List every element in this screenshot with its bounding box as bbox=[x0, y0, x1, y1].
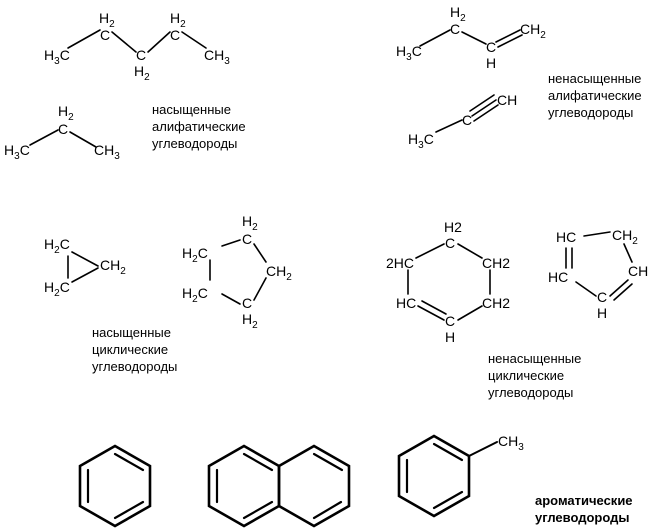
cyclopropane-molecule: H2C H2C CH2 bbox=[44, 236, 126, 299]
atom-c: C bbox=[136, 47, 146, 63]
atom-h3c: H3C bbox=[408, 131, 434, 151]
atom-h2: H2 bbox=[134, 63, 150, 83]
atom-h2: H2 bbox=[99, 10, 115, 30]
caption-unsaturated-cyclic: ненасыщенные циклические углеводороды bbox=[488, 351, 582, 400]
atom-h3c: H3C bbox=[396, 43, 422, 63]
atom-ch2: CH2 bbox=[266, 263, 292, 283]
propyne-molecule: H3C C CH bbox=[408, 92, 517, 151]
atom-ch2: CH2 bbox=[482, 255, 510, 271]
naphthalene-molecule bbox=[207, 444, 351, 528]
atom-h: H bbox=[597, 305, 607, 321]
atom-h2c: H2C bbox=[44, 279, 70, 299]
atom-c: C bbox=[486, 39, 496, 55]
atom-hc: HC bbox=[396, 295, 416, 311]
atom-h: H bbox=[486, 55, 496, 71]
cyclopentane-molecule: H2 C H2C CH2 H2C C H2 bbox=[182, 213, 292, 331]
atom-ch3: CH3 bbox=[498, 433, 524, 453]
atom-h2: H2 bbox=[242, 213, 258, 233]
pentane-molecule: H3C H2 C C H2 H2 C CH3 bbox=[44, 10, 230, 83]
atom-hc: HC bbox=[548, 269, 568, 285]
atom-ch2: CH2 bbox=[100, 257, 126, 277]
atom-ch2: CH2 bbox=[612, 227, 638, 247]
atom-c: C bbox=[170, 27, 180, 43]
atom-c: C bbox=[450, 21, 460, 37]
atom-c: C bbox=[242, 295, 252, 311]
atom-h3c: H3C bbox=[44, 47, 70, 67]
caption-saturated-aliphatic: насыщенные алифатические углеводороды bbox=[152, 102, 246, 151]
toluene-molecule: CH3 bbox=[397, 433, 524, 518]
atom-h: H bbox=[445, 329, 455, 345]
atom-c: C bbox=[445, 235, 455, 251]
atom-h2-label: H2 bbox=[444, 219, 462, 235]
atom-h3c: H3C bbox=[4, 142, 30, 162]
cyclohexene-molecule: CH2 H2 C 2HC CH2 HC CH2 C H bbox=[386, 219, 510, 345]
atom-c: C bbox=[445, 313, 455, 329]
butene-molecule: H3C H2 C C H CH2 bbox=[396, 4, 546, 71]
atom-h2c: H2C bbox=[182, 245, 208, 265]
caption-aromatic: ароматические углеводороды bbox=[535, 493, 633, 525]
atom-h2c: H2C bbox=[182, 285, 208, 305]
atom-h2: H2 bbox=[450, 4, 466, 24]
atom-ch3: CH3 bbox=[204, 47, 230, 67]
atom-2hc: 2HC bbox=[386, 255, 414, 271]
atom-c: C bbox=[597, 289, 607, 305]
atom-hc: HC bbox=[556, 229, 576, 245]
atom-c: C bbox=[242, 231, 252, 247]
caption-saturated-cyclic: насыщенные циклические углеводороды bbox=[92, 325, 178, 374]
atom-c: C bbox=[462, 112, 472, 128]
atom-c: C bbox=[100, 27, 110, 43]
atom-h2: H2 bbox=[170, 10, 186, 30]
atom-ch: CH bbox=[497, 92, 517, 108]
atom-ch3: CH3 bbox=[94, 142, 120, 162]
atom-h2: H2 bbox=[242, 311, 258, 331]
atom-ch2: CH2 bbox=[482, 295, 510, 311]
atom-c: C bbox=[58, 121, 68, 137]
propane-molecule: H2 C H3C CH3 bbox=[4, 103, 120, 162]
benzene-molecule bbox=[78, 444, 152, 528]
atom-h2c: H2C bbox=[44, 236, 70, 256]
atom-h2: H2 bbox=[58, 103, 74, 123]
atom-ch2: CH2 bbox=[520, 21, 546, 41]
atom-ch: CH bbox=[628, 263, 648, 279]
cyclopentadiene-molecule: HC CH2 HC CH C H bbox=[548, 227, 648, 321]
caption-unsaturated-aliphatic: ненасыщенные алифатические углеводороды bbox=[548, 71, 642, 120]
